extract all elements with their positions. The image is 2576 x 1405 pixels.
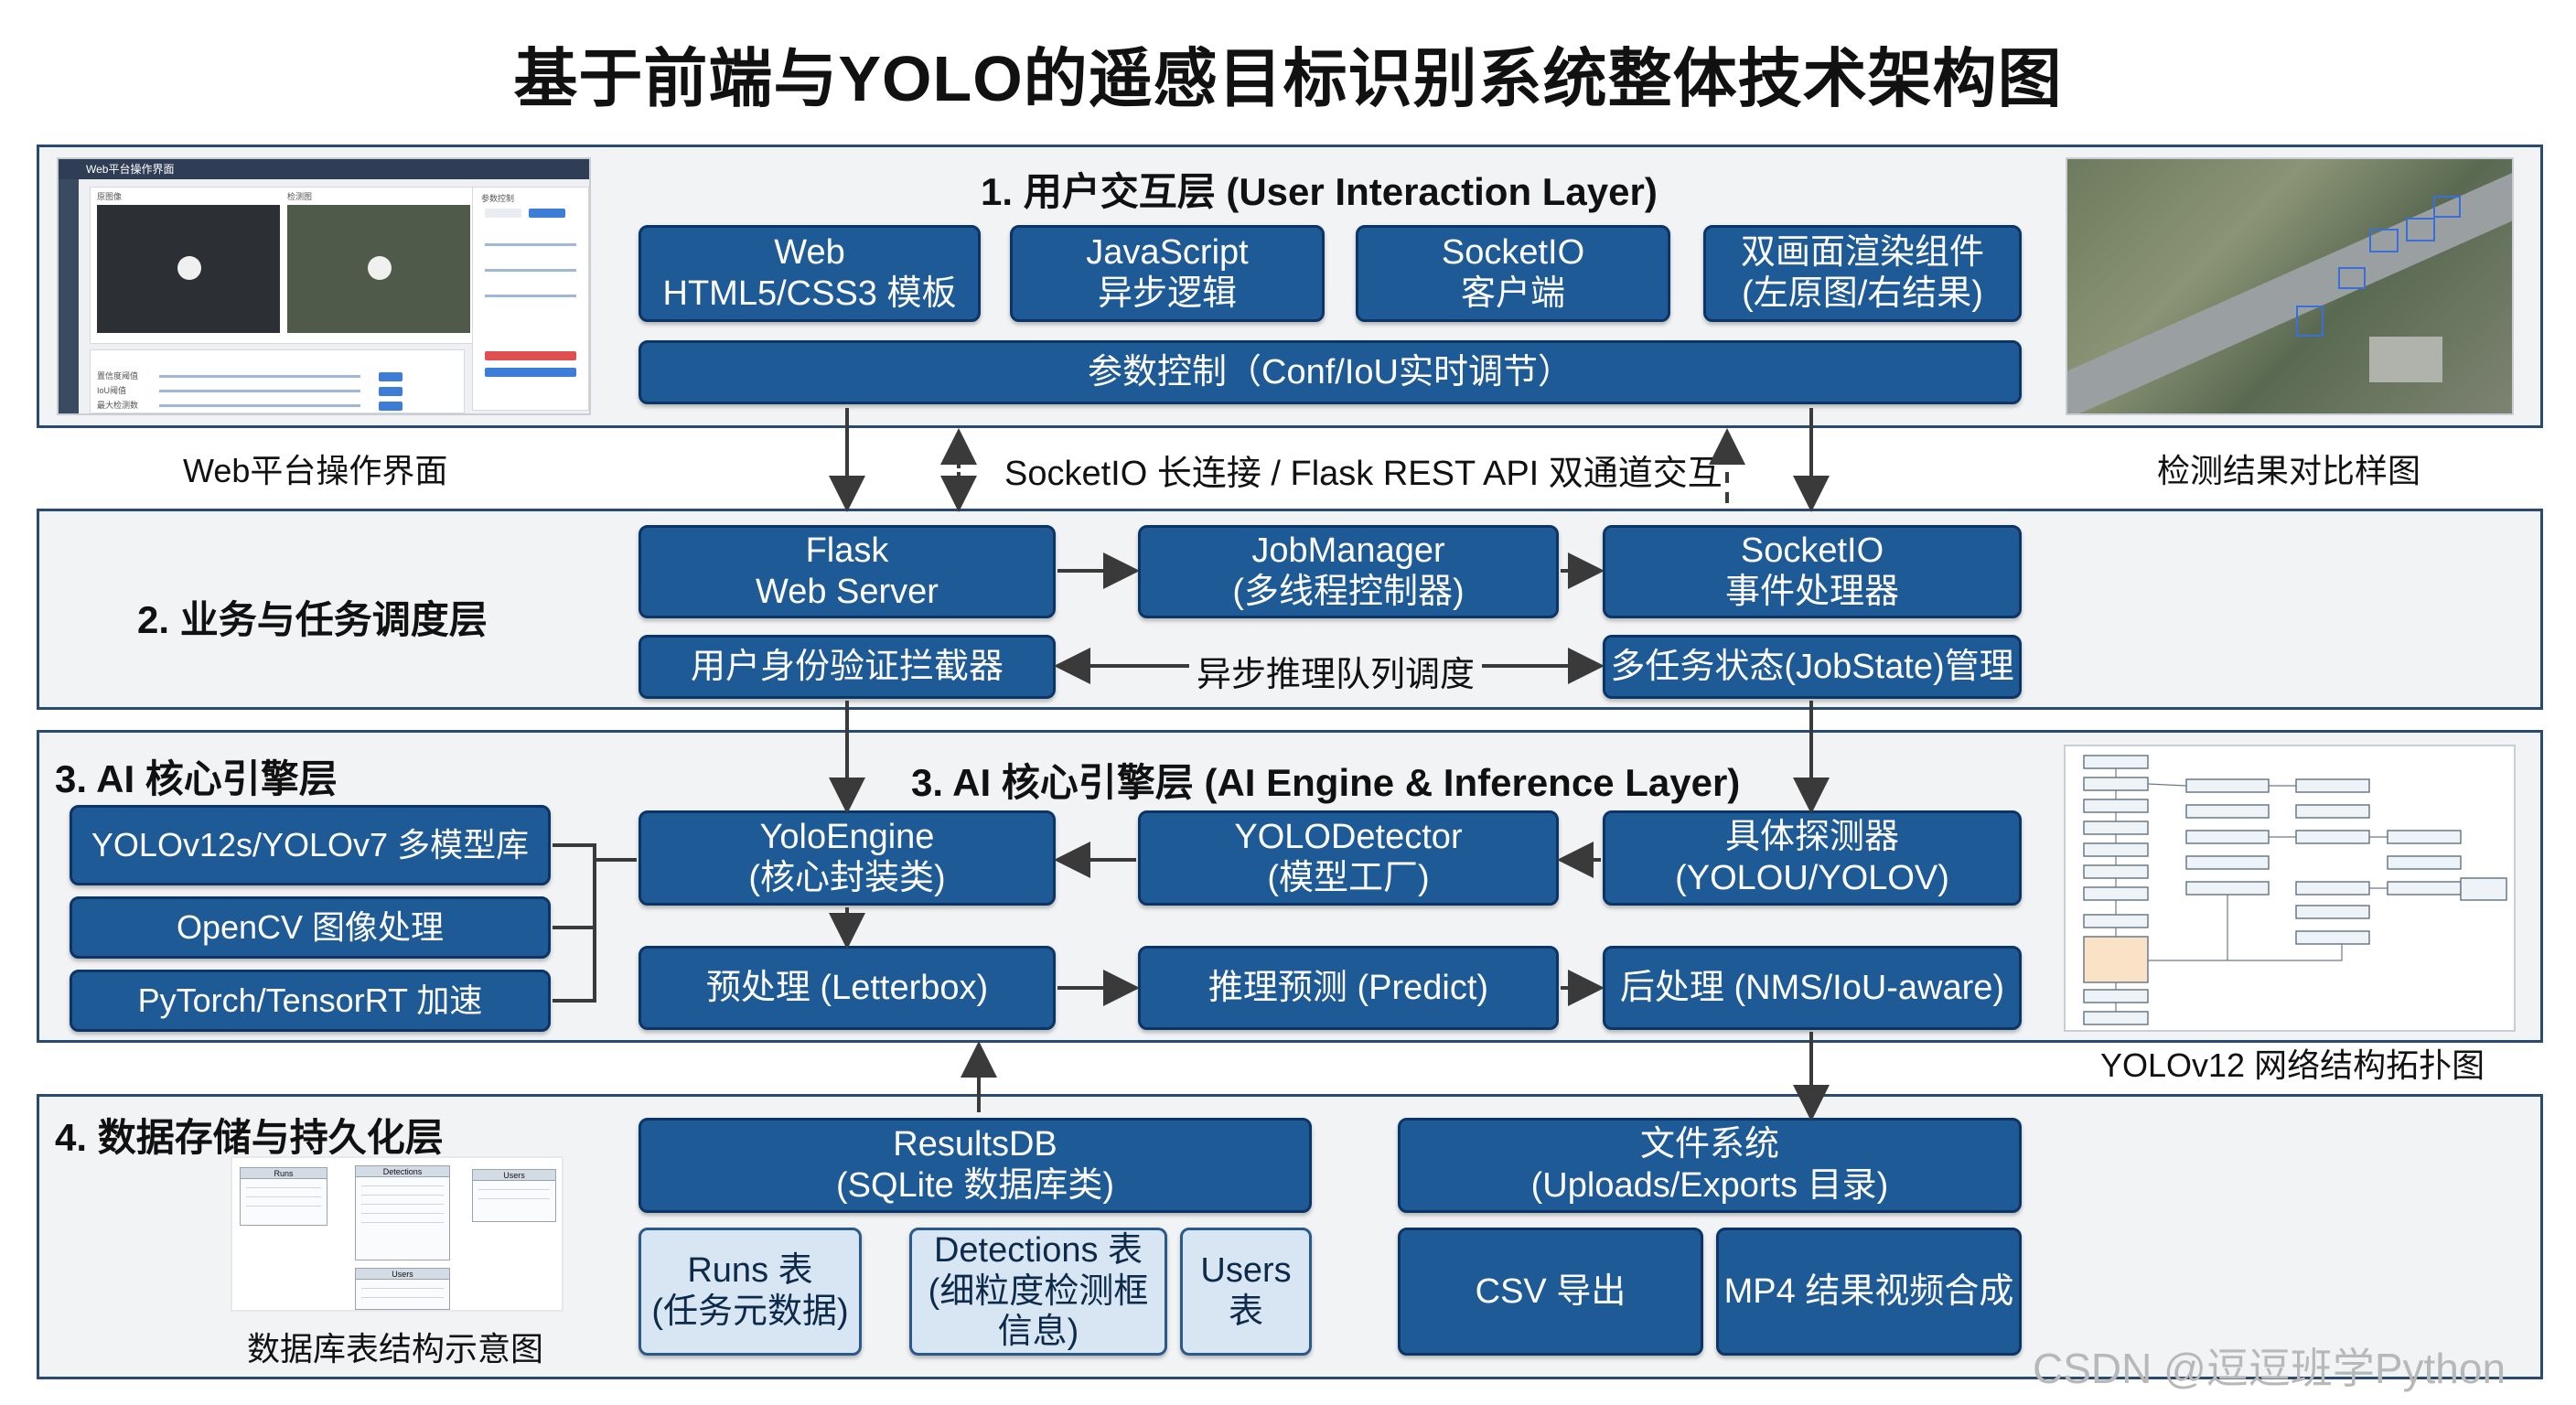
web-ui-slider: [159, 404, 360, 407]
web-ui-thumbnail: Web平台操作界面 原图像 检测图 参数控制 置信度阈值 IoU阈值 最大检测数: [57, 157, 591, 415]
web-ui-btn: [379, 402, 402, 411]
box-yolodetector: YOLODetector(模型工厂): [1138, 810, 1559, 906]
web-ui-sidebar: [59, 179, 79, 413]
db-table-users-2: Users: [355, 1268, 450, 1310]
web-ui-slider-label: IoU阈值: [97, 386, 127, 395]
page-title: 基于前端与YOLO的遥感目标识别系统整体技术架构图: [513, 43, 2063, 114]
web-ui-btn: [379, 372, 402, 381]
watermark: CSDN @逗逗班学Python: [2033, 1345, 2506, 1392]
box-detections-table: Detections 表(细粒度检测框信息): [909, 1228, 1167, 1356]
web-ui-slider: [485, 295, 576, 297]
layer3-title: 3. AI 核心引擎层 (AI Engine & Inference Layer…: [911, 761, 1741, 804]
web-ui-video-right-label: 检测图: [287, 192, 313, 201]
web-ui-btn: [529, 209, 565, 218]
web-ui-slider: [159, 390, 360, 392]
play-icon: [177, 256, 201, 280]
db-table-users: Users: [472, 1169, 556, 1222]
web-ui-panel-title: 参数控制: [481, 194, 515, 203]
detection-box: [2406, 218, 2435, 241]
web-ui-slider-label: 最大检测数: [97, 401, 139, 410]
web-ui-btn: [379, 387, 402, 396]
play-icon: [368, 256, 392, 280]
box-mp4-synthesis: MP4 结果视频合成: [1716, 1228, 2022, 1356]
detection-box: [2338, 267, 2366, 289]
detection-sample-image: [2066, 157, 2514, 415]
topology-caption: YOLOv12 网络结构拓扑图: [2100, 1046, 2485, 1084]
web-ui-btn: [485, 209, 521, 218]
web-ui-slider: [159, 375, 360, 378]
detection-sample-caption: 检测结果对比样图: [2157, 452, 2421, 489]
yolov12-topology-image: [2064, 745, 2516, 1032]
channel-label: SocketIO 长连接 / Flask REST API 双通道交互: [1004, 455, 1723, 493]
db-table-detections: Detections: [355, 1165, 450, 1260]
box-file-system: 文件系统(Uploads/Exports 目录): [1398, 1118, 2022, 1213]
db-schema-caption: 数据库表结构示意图: [247, 1330, 544, 1367]
detection-box: [2433, 196, 2461, 218]
layer3-title-left: 3. AI 核心引擎层: [55, 757, 338, 800]
box-csv-export: CSV 导出: [1398, 1228, 1703, 1356]
box-postprocess: 后处理 (NMS/IoU-aware): [1603, 946, 2022, 1030]
detection-box: [2369, 229, 2399, 252]
web-ui-btn-start: [485, 368, 576, 377]
layer4-title: 4. 数据存储与持久化层: [55, 1116, 444, 1159]
web-ui-param-panel: [472, 187, 589, 411]
layer2-title: 2. 业务与任务调度层: [137, 598, 488, 641]
box-predict: 推理预测 (Predict): [1138, 946, 1559, 1030]
web-ui-slider: [485, 269, 576, 272]
web-ui-caption: Web平台操作界面: [183, 452, 448, 489]
box-dual-render: 双画面渲染组件(左原图/右结果): [1703, 225, 2022, 322]
box-pytorch-tensorrt: PyTorch/TensorRT 加速: [70, 970, 551, 1032]
web-ui-btn-stop: [485, 351, 576, 360]
box-yoloengine: YoloEngine(核心封装类): [639, 810, 1056, 906]
box-param-control: 参数控制（Conf/IoU实时调节）: [639, 340, 2022, 404]
layer1-title: 1. 用户交互层 (User Interaction Layer): [981, 170, 1658, 213]
db-schema-image: Runs Detections Users Users: [231, 1156, 564, 1312]
db-table-runs: Runs: [240, 1167, 327, 1226]
queue-label: 异步推理队列调度: [1197, 656, 1476, 694]
web-ui-slider: [485, 243, 576, 246]
box-auth-interceptor: 用户身份验证拦截器: [639, 635, 1056, 699]
web-ui-topbar: Web平台操作界面: [59, 159, 589, 179]
web-ui-slider-label: 置信度阈值: [97, 371, 139, 381]
web-ui-video-left-label: 原图像: [97, 192, 123, 201]
box-jobstate: 多任务状态(JobState)管理: [1603, 635, 2022, 699]
box-opencv: OpenCV 图像处理: [70, 896, 551, 959]
box-jobmanager: JobManager(多线程控制器): [1138, 525, 1559, 618]
building: [2369, 337, 2442, 382]
detection-box: [2296, 306, 2324, 337]
box-concrete-detector: 具体探测器(YOLOU/YOLOV): [1603, 810, 2022, 906]
box-preprocess: 预处理 (Letterbox): [639, 946, 1056, 1030]
box-resultsdb: ResultsDB(SQLite 数据库类): [639, 1118, 1312, 1213]
box-runs-table: Runs 表(任务元数据): [639, 1228, 862, 1356]
box-model-zoo: YOLOv12s/YOLOv7 多模型库: [70, 805, 551, 885]
